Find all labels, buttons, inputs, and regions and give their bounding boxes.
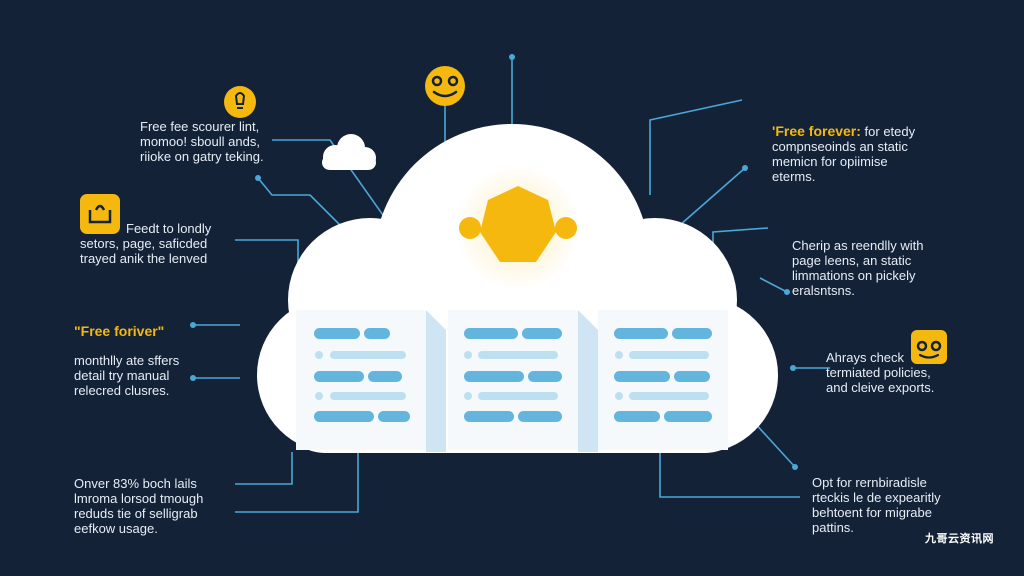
- server-panel-left: [296, 310, 446, 452]
- connector-top-left: [272, 139, 386, 219]
- label-free-forever-left: "Free foriver": [74, 324, 164, 339]
- label-line: reduds tie of selligrab: [74, 506, 198, 521]
- label-line: relecred clusres.: [74, 383, 170, 398]
- label-line: Free fee scourer lint,: [140, 119, 260, 134]
- label-line: setors, page, saficded: [80, 236, 208, 251]
- label-line: Ahrays check: [826, 350, 905, 365]
- smile-icon-top: [425, 66, 465, 106]
- small-cloud-icon: [322, 134, 376, 170]
- label-mid-left: Feedt to londly setors, page, saficded t…: [80, 221, 211, 266]
- free-forever-heading-right: 'Free forever:: [772, 123, 861, 139]
- bulb-icon: [224, 86, 256, 118]
- label-line: eterms.: [772, 169, 816, 184]
- label-line: memicn for opiimise: [772, 154, 888, 169]
- label-right-3: Ahrays check termiated policies, and cle…: [826, 350, 934, 395]
- label-bottom-left: Onver 83% boch lails lmroma lorsod tmoug…: [74, 476, 203, 536]
- label-line: monthlly ate sffers: [74, 353, 180, 368]
- connector-right-2: [679, 167, 746, 226]
- label-top-left: Free fee scourer lint, momoo! sboull and…: [140, 119, 264, 164]
- label-line: Feedt to londly: [126, 221, 212, 236]
- label-line: eralsntsns.: [792, 283, 855, 298]
- label-line: Onver 83% boch lails: [74, 476, 197, 491]
- label-line: rteckis le de expearitly: [812, 490, 941, 505]
- label-line: for etedy: [864, 124, 916, 139]
- connector-right-6: [751, 419, 796, 468]
- label-line: behtoent for migrabe: [812, 505, 932, 520]
- connector-top-right: [649, 99, 743, 195]
- basket-icon: [80, 194, 120, 234]
- connector-dots: [190, 54, 798, 470]
- label-line: termiated policies,: [826, 365, 931, 380]
- label-line: lmroma lorsod tmough: [74, 491, 204, 506]
- free-forever-heading: "Free foriver": [74, 323, 165, 339]
- connector-bottom-left-1: [235, 452, 293, 485]
- watermark: 九哥云资讯网: [925, 533, 994, 545]
- connector-mid-left: [257, 177, 346, 231]
- connector-bottom-left-2: [235, 452, 359, 513]
- label-line: momoo! sboull ands,: [140, 134, 260, 149]
- label-line: pattins.: [812, 520, 854, 535]
- label-mid-right: Cherip as reendlly with page leens, an s…: [792, 238, 924, 298]
- label-line: limmations on pickely: [792, 268, 916, 283]
- hexagon-gear-icon: [456, 166, 580, 290]
- label-line: Opt for rernbiradisle: [812, 475, 927, 490]
- label-top-right: 'Free forever: for etedy compnseoinds an…: [772, 123, 916, 185]
- connector-right-4: [759, 277, 788, 293]
- label-line: and cleive exports.: [826, 380, 935, 395]
- label-line: eefkow usage.: [74, 521, 158, 536]
- label-line: page leens, an static: [792, 253, 912, 268]
- label-line: compnseoinds an static: [772, 139, 908, 154]
- label-line: trayed anik the lenved: [80, 251, 208, 266]
- server-panel-center: [448, 310, 598, 452]
- label-bottom-right: Opt for rernbiradisle rteckis le de expe…: [812, 475, 941, 535]
- connector-left-2: [235, 239, 299, 275]
- label-line: detail try manual: [74, 368, 170, 383]
- connector-lines: [193, 57, 830, 513]
- label-line: riioke on gatry teking.: [140, 149, 264, 164]
- server-panel-right: [598, 310, 728, 450]
- label-line: Cherip as reendlly with: [792, 238, 924, 253]
- connector-bottom-right: [659, 452, 800, 498]
- label-left-3: monthlly ate sffers detail try manual re…: [74, 353, 179, 398]
- smile-icon-right: [911, 330, 947, 364]
